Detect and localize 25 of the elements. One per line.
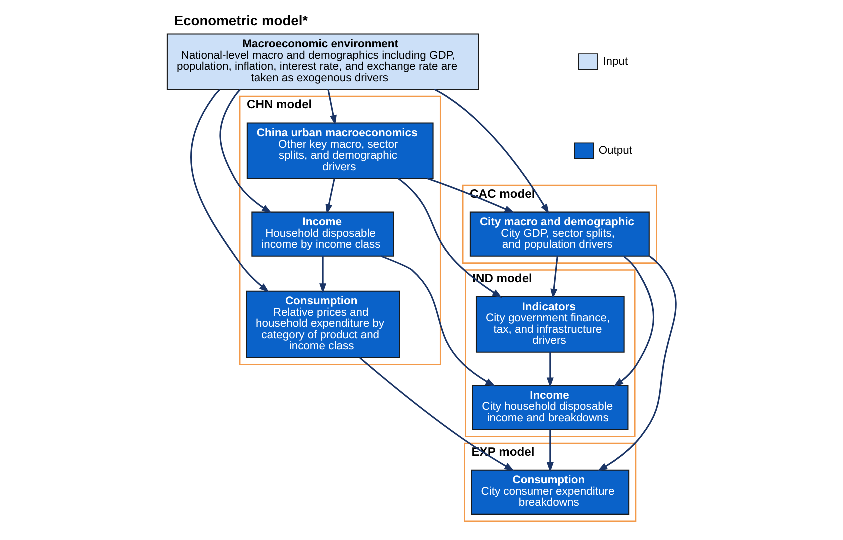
arrow [546,430,554,473]
arrow [380,256,496,387]
arrow [397,178,502,298]
arrow [359,358,514,472]
arrow [546,352,554,388]
node-box: City macro and demographic City GDP, sector splits, and population drivers [469,212,650,257]
arrow [219,89,272,214]
legend-label: Output [598,144,632,157]
arrow [327,90,336,126]
node-box: Income City household disposable income and breakdowns [472,385,628,430]
node-box: China urban macroeconomics Other key macro, sector splits, and demographic drivers [246,122,434,180]
legend-label: Input [602,56,628,68]
arrow [426,178,514,214]
arrow [190,89,269,293]
node-box: Indicators City government finance, tax, and infrastructure drivers [475,296,624,353]
node-box: Income Household disposable income by income class [251,212,394,257]
arrow [550,256,558,300]
arrow [325,178,335,215]
arrow [597,256,676,472]
node-box: Consumption Relative prices and household expenditure by category of product and income class [246,290,400,358]
arrow [613,256,654,387]
node-box: Consumption City consumer expenditure breakdowns [470,470,630,515]
diagram-title: Econometric model* [174,12,308,28]
node-box: Macroeconomic environment National-level macro and demographics including GDP, population, inflation, interest rate, and exchange rate are taken as exogenous drivers [166,34,479,90]
arrow [319,256,326,294]
